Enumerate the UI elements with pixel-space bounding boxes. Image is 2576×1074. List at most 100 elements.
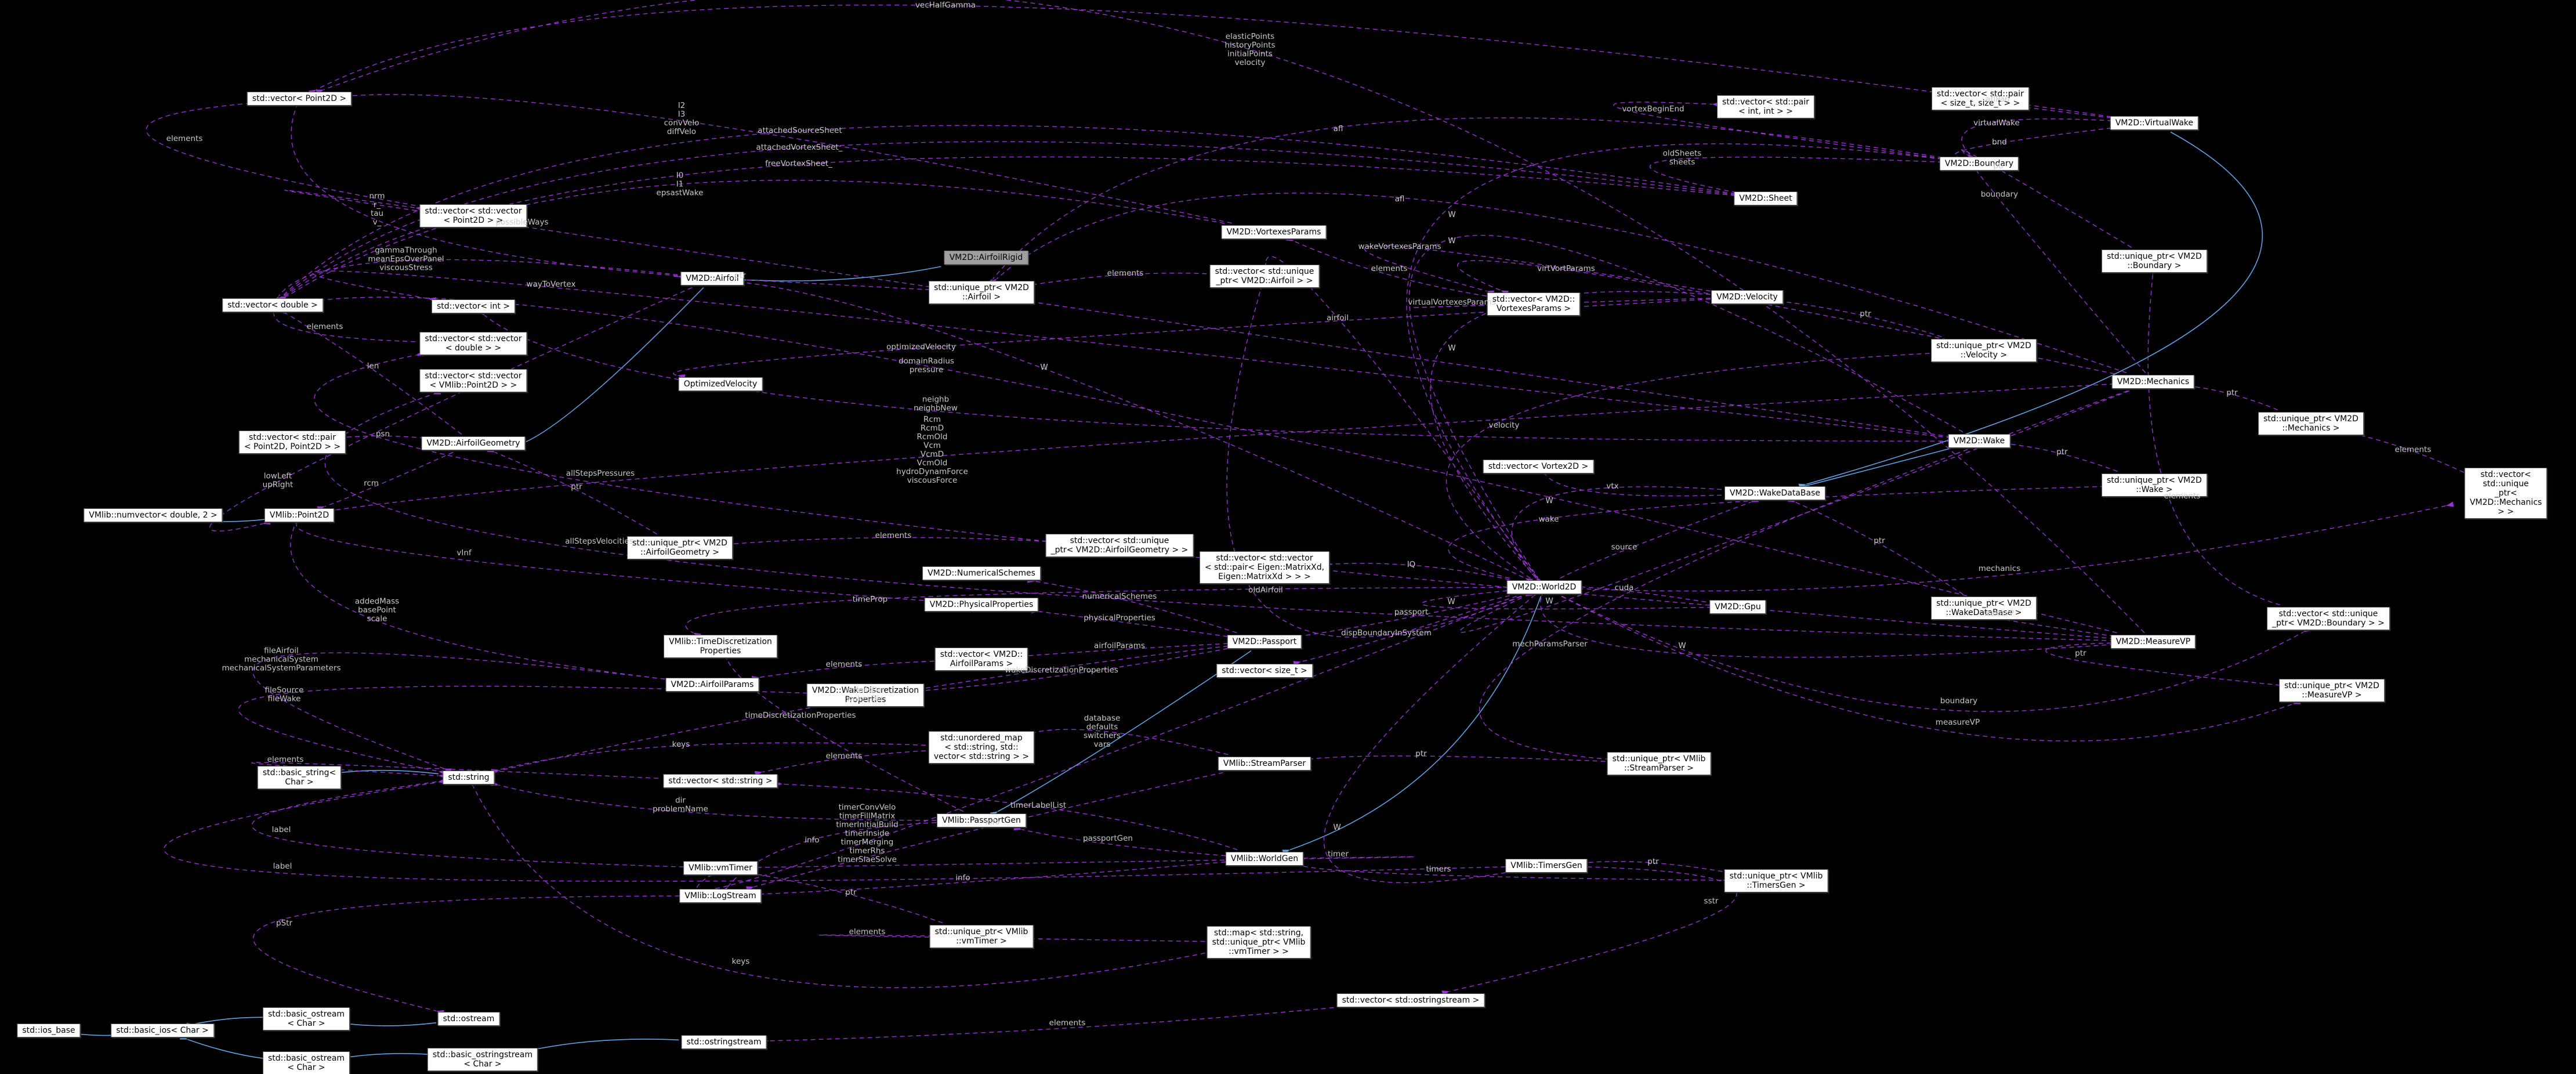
node-vecUptrMechanics[interactable]: std::vector< std::unique _ptr< VM2D::Mec…: [2464, 468, 2548, 519]
edge-mechanics-world2d: [1459, 390, 2130, 633]
node-vecDouble[interactable]: std::vector< double >: [222, 298, 323, 312]
node-basicOstringstream[interactable]: std::basic_ostringstream < Char >: [427, 1048, 538, 1071]
edge-timersGen-vecOstringstream: [1450, 866, 1737, 992]
edge-airfoilGeometry-point2d: [324, 451, 454, 507]
node-vecUptrAirfoil[interactable]: std::vector< std::unique _ptr< VM2D::Air…: [1209, 265, 1320, 288]
edge-physProps-point2d: [296, 524, 924, 601]
node-point2d[interactable]: VMlib::Point2D: [264, 508, 335, 522]
node-sheet[interactable]: VM2D::Sheet: [1734, 191, 1798, 205]
edge-streamParser-logStream: [753, 772, 1223, 888]
node-worldGen[interactable]: VMlib::WorldGen: [1225, 852, 1304, 866]
node-passportGen[interactable]: VMlib::PassportGen: [937, 813, 1026, 827]
edge-world2d-worldGen: [1289, 596, 1542, 851]
edge-wakeDiscrProps-stdString: [238, 686, 808, 772]
node-vecPairIntInt[interactable]: std::vector< std::pair < int, int > >: [1717, 95, 1814, 118]
node-mapTimer[interactable]: std::map< std::string, std::unique_ptr< …: [1207, 926, 1311, 959]
node-vecUptrBoundary[interactable]: std::vector< std::unique _ptr< VM2D::Bou…: [2267, 607, 2390, 630]
node-optVelocity[interactable]: OptimizedVelocity: [678, 377, 763, 391]
node-vecVortex2D[interactable]: std::vector< Vortex2D >: [1483, 460, 1594, 473]
edge-world2d-wakeDataBase: [1560, 501, 1751, 579]
edge-world2d-vmTimer: [696, 595, 1521, 891]
edge-sheet-vecDouble: [284, 156, 1736, 297]
node-uptrWake[interactable]: std::unique_ptr< VM2D ::Wake >: [2102, 473, 2207, 497]
node-iosBase[interactable]: std::ios_base: [17, 1024, 81, 1037]
node-streamParser[interactable]: VMlib::StreamParser: [1218, 757, 1311, 771]
node-vecVecDouble[interactable]: std::vector< std::vector < double > >: [419, 332, 527, 355]
node-vecVortexesParams[interactable]: std::vector< VM2D:: VortexesParams >: [1487, 292, 1581, 316]
edge-passport-numSchemes: [1035, 581, 1237, 634]
node-numvector[interactable]: VMlib::numvector< double, 2 >: [84, 508, 223, 522]
node-wake[interactable]: VM2D::Wake: [1948, 434, 2010, 448]
node-eigenBox[interactable]: std::vector< std::vector < std::pair< Ei…: [1199, 551, 1330, 584]
arrowhead: [2445, 501, 2454, 507]
node-timeDiscrProps[interactable]: VMlib::TimeDiscretization Properties: [664, 635, 777, 658]
edge-wakeDataBase-vecVortex2D: [1546, 475, 1730, 497]
node-world2d[interactable]: VM2D::World2D: [1506, 580, 1582, 594]
node-passport[interactable]: VM2D::Passport: [1227, 635, 1302, 649]
node-uptrVmTimer[interactable]: std::unique_ptr< VMlib ::vmTimer >: [929, 925, 1034, 948]
edge-timersGen-stdString: [164, 782, 1506, 882]
node-vecSizeT[interactable]: std::vector< size_t >: [1216, 664, 1313, 678]
node-boundary[interactable]: VM2D::Boundary: [1939, 157, 2019, 171]
edge-vecVortexesParams-vortexesParams: [1294, 240, 1487, 296]
edge-world2d-vecSizeT: [1300, 595, 1517, 663]
node-vecVecVMPoint2D[interactable]: std::vector< std::vector < VMlib::Point2…: [419, 369, 527, 392]
edge-boundary-world2d: [1406, 143, 1943, 578]
node-logStream[interactable]: VMlib::LogStream: [679, 889, 762, 903]
edge-boundary-virtualWake: [1961, 118, 2111, 155]
node-uptrWakeDataBase[interactable]: std::unique_ptr< VM2D ::WakeDataBase >: [1931, 596, 2037, 620]
node-gpu[interactable]: VM2D::Gpu: [1709, 600, 1766, 614]
node-uptrStreamParser[interactable]: std::unique_ptr< VMlib ::StreamParser >: [1607, 752, 1711, 775]
edge-world2d-uptrMeasureVP: [1561, 595, 2293, 742]
node-physProps[interactable]: VM2D::PhysicalProperties: [924, 598, 1039, 612]
node-airfoilGeometry[interactable]: VM2D::AirfoilGeometry: [421, 436, 526, 450]
edge-passportGen-logStream: [727, 822, 937, 887]
node-timersGen[interactable]: VMlib::TimersGen: [1505, 859, 1588, 873]
node-vecAirfoilParams[interactable]: std::vector< VM2D:: AirfoilParams >: [934, 648, 1028, 671]
node-uptrAirfoilGeom[interactable]: std::unique_ptr< VM2D ::AirfoilGeometry …: [627, 536, 733, 559]
node-vecPairSizeT[interactable]: std::vector< std::pair < size_t, size_t …: [1932, 87, 2029, 110]
node-vecString[interactable]: std::vector< std::string >: [663, 774, 778, 788]
edge-world2d-uptrVelocity: [1445, 353, 1933, 579]
edge-mechanics-uptrAirfoil: [996, 193, 2127, 374]
edge-mechanics-point2d: [335, 384, 2115, 511]
edge-uptrWake-wake: [2007, 443, 2118, 472]
node-basicIos[interactable]: std::basic_ios< Char >: [111, 1024, 214, 1037]
node-unorderedMap[interactable]: std::unordered_map < std::string, std:: …: [928, 731, 1035, 764]
node-uptrTimersGen[interactable]: std::unique_ptr< VMlib ::TimersGen >: [1724, 869, 1828, 892]
node-vmTimer[interactable]: VMlib::vmTimer: [683, 861, 758, 875]
node-uptrMeasureVP[interactable]: std::unique_ptr< VM2D ::MeasureVP >: [2279, 679, 2385, 702]
node-mechanics[interactable]: VM2D::Mechanics: [2111, 375, 2195, 389]
node-stdString[interactable]: std::string: [443, 771, 495, 784]
node-vecPoint2D[interactable]: std::vector< Point2D >: [247, 92, 352, 106]
node-vecVecPoint2D[interactable]: std::vector< std::vector < Point2D > >: [419, 204, 527, 227]
node-vecUptrAirfoilGeom[interactable]: std::vector< std::unique _ptr< VM2D::Air…: [1045, 534, 1194, 557]
node-wakeDataBase[interactable]: VM2D::WakeDataBase: [1724, 486, 1826, 500]
node-wakeDiscrProps[interactable]: VM2D::WakeDiscretization Properties: [806, 684, 925, 707]
node-uptrBoundary[interactable]: std::unique_ptr< VM2D ::Boundary >: [2102, 249, 2207, 273]
node-basicString[interactable]: std::basic_string< Char >: [257, 766, 342, 789]
node-airfoilRigid[interactable]: VM2D::AirfoilRigid: [944, 251, 1028, 265]
node-ostream[interactable]: std::ostream: [437, 1012, 500, 1026]
node-velocity[interactable]: VM2D::Velocity: [1711, 290, 1783, 304]
node-uptrAirfoil[interactable]: std::unique_ptr< VM2D ::Airfoil >: [929, 281, 1034, 304]
edge-unorderedMap-vecString: [762, 750, 926, 773]
node-virtualWake[interactable]: VM2D::VirtualWake: [2110, 116, 2199, 130]
node-vortexesParams[interactable]: VM2D::VortexesParams: [1221, 225, 1327, 239]
node-airfoil[interactable]: VM2D::Airfoil: [680, 272, 744, 285]
edge-uptrTimersGen-timersGen: [1587, 861, 1723, 872]
node-numSchemes[interactable]: VM2D::NumericalSchemes: [922, 566, 1041, 580]
edge-airfoilRigid-airfoil: [747, 266, 941, 281]
node-vecInt[interactable]: std::vector< int >: [431, 299, 516, 313]
node-uptrVelocity[interactable]: std::unique_ptr< VM2D ::Velocity >: [1931, 339, 2037, 362]
node-vecPairP2D[interactable]: std::vector< std::pair < Point2D, Point2…: [238, 431, 346, 454]
node-vecOstringstream[interactable]: std::vector< std::ostringstream >: [1336, 993, 1485, 1007]
node-basicOstream1[interactable]: std::basic_ostream < Char >: [262, 1007, 350, 1030]
node-measureVP[interactable]: VM2D::MeasureVP: [2110, 635, 2196, 649]
node-basicOstream2[interactable]: std::basic_ostream < Char >: [262, 1051, 350, 1074]
node-ostringstream[interactable]: std::ostringstream: [681, 1035, 767, 1049]
node-uptrMechanics[interactable]: std::unique_ptr< VM2D ::Mechanics >: [2258, 412, 2364, 435]
edge-worldGen-vmTimer: [757, 856, 1415, 868]
node-airfoilParams[interactable]: VM2D::AirfoilParams: [665, 678, 759, 692]
edge-uptrMeasureVP-measureVP: [2045, 642, 2281, 686]
